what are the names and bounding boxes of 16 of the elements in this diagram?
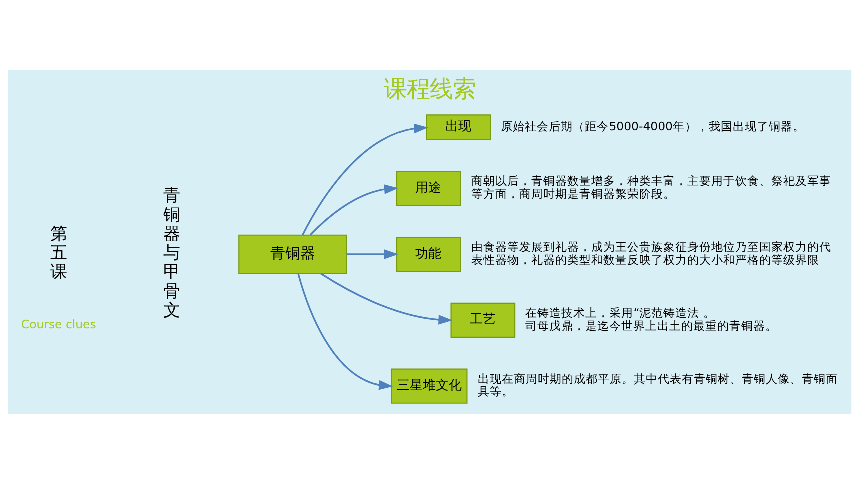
node-label: 商朝以后，青铜器数量增多，种类丰富，主要用于饮食、祭祀及军事等方面，商周时期是青铜器繁荣阶段。 [471,174,832,201]
label: 第五课 [50,224,68,283]
arrow [320,273,453,325]
node-box: 青铜器 [238,234,348,274]
node-label: 出现在商周时期的成都平原。其中代表有青铜树、青铜人像、青铜面具等。 [478,372,838,399]
node-label: 原始社会后期（距今5000-4000年），我国出现了铜器。 [501,119,805,134]
node-label: 在铸造技术上，采用“泥范铸造法 。 [526,306,716,320]
node-label: 司母戊鼎，是迄今世界上出土的最重的青铜器。 [526,318,778,333]
label: Course clues [21,318,96,332]
diagram-title: 课程线索 [384,75,476,104]
arrow [302,124,428,236]
node-label: 由食器等发展到礼器，成为王公贵族象征身份地位乃至国家权力的代表性器物，礼器的类型和数量反映了权力的大小和严格的等级界限 [471,240,832,267]
label: 青铜器与甲骨文 [164,186,181,321]
arrow [298,273,394,390]
arrow [346,250,399,260]
arrow [310,184,399,236]
